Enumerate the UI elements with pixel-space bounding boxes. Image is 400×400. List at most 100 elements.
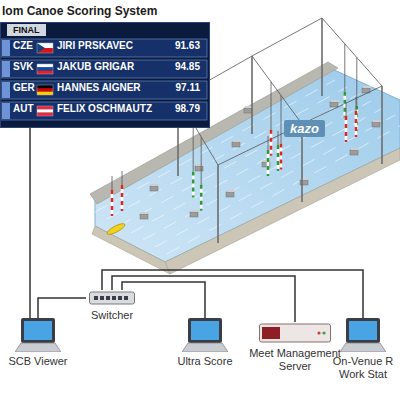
gate-pole <box>200 185 203 211</box>
course-block <box>140 214 148 219</box>
laptop-screen <box>191 321 219 340</box>
span-wire <box>122 171 123 185</box>
laptop-lid <box>188 318 222 343</box>
flag-stripe <box>37 64 53 67</box>
device-label: On-Venue R Work Stat <box>331 355 395 380</box>
course-block-top <box>351 148 359 150</box>
course-block-top <box>227 190 235 192</box>
diagram-title: lom Canoe Scoring System <box>2 4 157 18</box>
country-code: SVK <box>13 61 34 73</box>
span-wire <box>271 82 272 130</box>
flag-stripe <box>37 88 53 91</box>
device-icon <box>15 318 61 352</box>
gate-stripes <box>277 145 280 171</box>
device-label: Ultra Score <box>177 355 232 368</box>
network-cable <box>38 298 86 318</box>
device-icon <box>340 318 386 352</box>
span-wire <box>201 137 202 185</box>
span-wire <box>281 95 282 143</box>
rank-box <box>2 40 10 56</box>
run-time: 97.11 <box>150 82 200 94</box>
country-code: CZE <box>13 40 33 52</box>
start-bank <box>92 226 170 274</box>
server-unit: Meet Management Server <box>244 322 346 372</box>
gate-pole <box>345 116 348 142</box>
watermark: kazo <box>284 120 325 137</box>
device-icon <box>259 322 331 344</box>
course-blocks <box>140 86 381 219</box>
flag-stripe <box>37 67 53 70</box>
course-block <box>244 108 252 113</box>
switch-port <box>118 296 122 300</box>
course-block-top <box>331 100 339 102</box>
gate-pole <box>355 111 358 137</box>
device-label: SCB Viewer <box>8 355 67 368</box>
span-wire <box>346 102 347 116</box>
mast-pole <box>251 56 253 134</box>
wave-line <box>167 122 400 254</box>
gate-pole <box>277 145 280 171</box>
span-wire <box>278 131 279 145</box>
workstation-laptop: Ultra Score <box>174 318 236 368</box>
course-block-top <box>191 210 199 212</box>
span-wire <box>268 136 269 150</box>
gate-pole <box>343 92 346 118</box>
run-time: 98.79 <box>150 103 200 115</box>
athlete-name: HANNES AIGNER <box>57 82 141 94</box>
flag-triangle <box>37 43 45 53</box>
gate-stripes <box>355 111 358 137</box>
gate-stripes <box>200 185 203 211</box>
network-cable <box>29 128 31 318</box>
flag-stripe <box>37 92 53 95</box>
near-bank <box>165 148 400 274</box>
rank-box <box>2 61 10 77</box>
gate-pole <box>111 190 114 216</box>
mast-pole <box>217 165 219 243</box>
gate-stripes <box>121 185 124 211</box>
workstation-laptop: On-Venue R Work Stat <box>328 318 398 380</box>
server-light <box>317 331 320 334</box>
flag-border <box>37 85 53 95</box>
laptop-base <box>340 343 386 352</box>
network-switch: Switcher <box>86 290 138 322</box>
country-code: GER <box>13 82 35 94</box>
result-row <box>1 39 207 57</box>
gate-pole <box>280 143 283 169</box>
server-front <box>262 327 280 339</box>
span-wire <box>112 176 113 190</box>
course-block <box>190 212 198 217</box>
country-code: AUT <box>13 103 34 115</box>
span-wire <box>302 86 382 124</box>
mast-pole <box>381 86 383 164</box>
switch-port <box>94 296 98 300</box>
course-block <box>232 142 240 147</box>
server-light <box>322 331 325 334</box>
device-label: Meet Management Server <box>247 347 343 372</box>
span-wire <box>252 56 302 124</box>
course-block-top <box>141 212 149 214</box>
span-wire <box>252 18 322 56</box>
device-icon <box>182 318 228 352</box>
switch-port <box>100 296 104 300</box>
gate-stripes <box>345 116 348 142</box>
mast-pole <box>321 18 323 96</box>
flag-border <box>37 64 53 74</box>
flag-stripe <box>37 113 53 116</box>
gate-stripes <box>280 143 283 169</box>
span-wire <box>344 44 345 92</box>
gate-stripes <box>343 92 346 118</box>
run-time: 91.63 <box>150 40 200 52</box>
course-block <box>350 150 358 155</box>
course-block-top <box>196 164 204 166</box>
network-cable <box>112 276 295 322</box>
span-wire <box>193 123 194 171</box>
gate-pole <box>121 185 124 211</box>
span-wire <box>356 97 357 111</box>
gate-stripes <box>270 130 273 156</box>
laptop-screen <box>349 321 377 340</box>
device-icon <box>89 290 135 306</box>
gate-stripes <box>192 171 195 197</box>
flag-stripe <box>37 71 53 74</box>
flag-stripe <box>37 85 53 88</box>
